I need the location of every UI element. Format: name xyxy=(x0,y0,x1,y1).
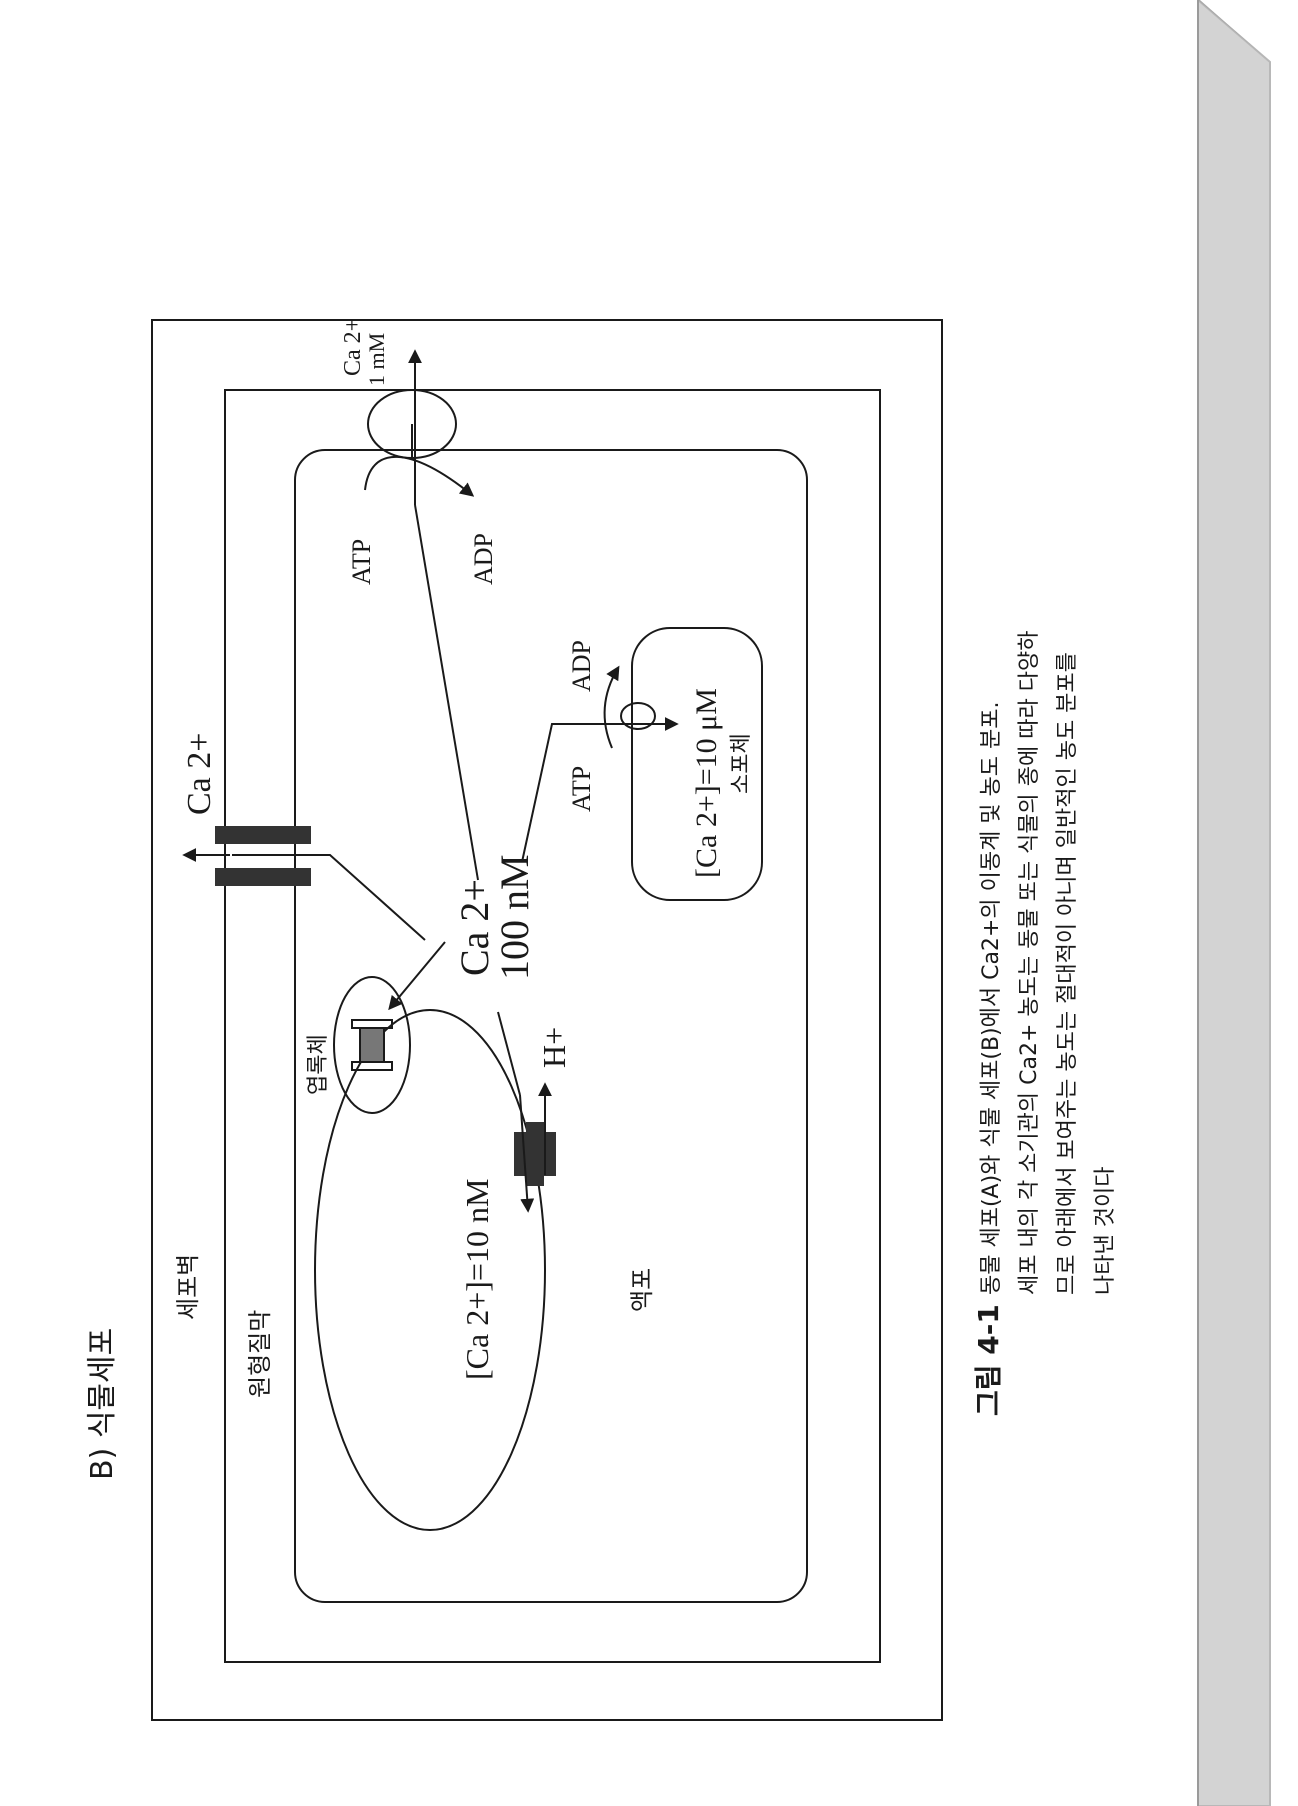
caption-line-1: 동물 세포(A)와 식물 세포(B)에서 Ca2+의 이동계 및 농도 분포. xyxy=(979,702,1004,1296)
calcium-channel-icon xyxy=(215,826,311,886)
chloroplast-label: 엽록체 xyxy=(306,1034,331,1095)
vacuole-ca-uptake-arrow xyxy=(519,1094,535,1213)
cytosol-to-pump-line xyxy=(414,504,479,881)
proton-label: H+ xyxy=(536,1027,572,1068)
caption-line-2: 세포 내의 각 소기관의 Ca2+ 농도는 동물 또는 식물의 종에 따라 다양… xyxy=(1017,631,1042,1295)
er-uptake-arrow xyxy=(521,717,679,863)
vacuole-antiporter-icon xyxy=(514,1122,556,1186)
er-atp-adp-arrow xyxy=(603,665,620,749)
chloroplast-outline xyxy=(333,976,411,1114)
plasma-membrane-outline xyxy=(224,389,881,1663)
extracellular-ion-label: Ca 2+ xyxy=(340,318,366,376)
channel-path-line xyxy=(232,854,426,941)
er-atp-label: ATP xyxy=(567,766,596,812)
cell-wall-label: 세포벽 xyxy=(174,1254,202,1320)
er-adp-label: ADP xyxy=(567,640,596,692)
cytosol-concentration-label: 100 nM xyxy=(492,854,537,980)
section-title: B) 식물세포 xyxy=(85,1328,120,1480)
cytoplasm-boundary xyxy=(294,449,808,1603)
er-concentration-label: [Ca 2+]=10 μM xyxy=(690,688,723,878)
channel-ion-label: Ca 2+ xyxy=(181,733,218,815)
vacuole-label: 액포 xyxy=(628,1268,656,1312)
er-label: 소포체 xyxy=(729,733,754,794)
extracellular-concentration-label: 1 mM xyxy=(364,333,389,386)
pump-atp-label: ATP xyxy=(347,539,376,585)
book-side-edge xyxy=(1197,0,1271,1806)
caption-line-3: 므로 아래에서 보여주는 농도는 절대적이 아니며 일반적인 농도 분포를 xyxy=(1055,652,1080,1295)
cell-wall-outline xyxy=(151,319,943,1721)
vacuole-concentration-label: [Ca 2+]=10 nM xyxy=(459,1179,495,1380)
cytosol-ion-label: Ca 2+ xyxy=(452,879,497,976)
chloroplast-grana-icon xyxy=(351,1019,393,1071)
caption-line-4: 나타낸 것이다 xyxy=(1093,1167,1118,1295)
cytosol-to-vacuole-line xyxy=(497,1011,521,1096)
er-outline xyxy=(631,627,763,901)
vacuole-outline xyxy=(314,1009,546,1531)
plasma-membrane-label: 원형질막 xyxy=(246,1310,274,1398)
er-ca-pump-icon xyxy=(620,702,656,730)
chloroplast-uptake-arrow xyxy=(388,941,446,1011)
caption-label: 그림 4-1 xyxy=(972,1304,1005,1416)
pump-adp-label: ADP xyxy=(469,533,498,585)
book-top-edge xyxy=(1198,0,1268,60)
pump-atp-adp-arrow xyxy=(364,455,475,497)
